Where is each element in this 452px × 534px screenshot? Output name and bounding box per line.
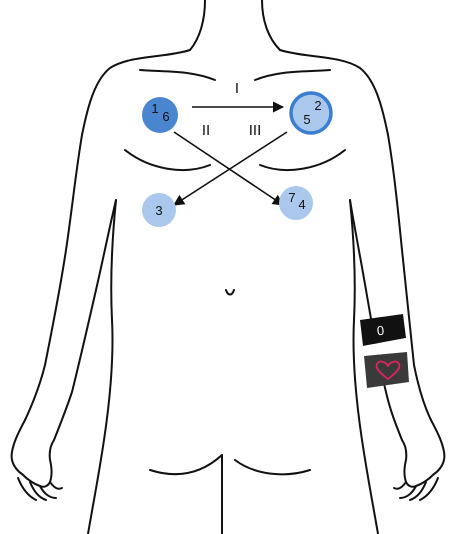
chest-left-line xyxy=(125,150,210,170)
electrode-right-lower-number: 3 xyxy=(155,203,162,218)
groin-left xyxy=(150,455,222,474)
lead-arrows xyxy=(174,107,287,205)
electrode-left-lower[interactable]: 7 4 xyxy=(279,186,313,220)
lead-3-label: III xyxy=(249,122,262,139)
left-hand-fingers xyxy=(18,478,62,500)
electrode-left-lower-top-number: 7 xyxy=(288,190,295,205)
groin-right xyxy=(235,460,310,474)
neck-right-line xyxy=(262,0,280,50)
clavicle-right xyxy=(255,70,330,80)
electrode-left-shoulder-top-number: 2 xyxy=(314,98,321,113)
chest-right-line xyxy=(260,150,345,170)
armband-bottom-strap xyxy=(364,352,409,388)
electrode-left-shoulder-disc xyxy=(291,93,331,133)
neck-left-line xyxy=(190,0,205,50)
torso-left-outline xyxy=(88,200,116,534)
electrode-left-shoulder-bottom-number: 5 xyxy=(303,112,310,127)
electrode-right-lower[interactable]: 3 xyxy=(142,193,176,227)
electrode-left-shoulder[interactable]: 2 5 xyxy=(291,93,331,133)
lead-2-label: II xyxy=(202,122,210,139)
electrode-right-shoulder-disc xyxy=(142,97,178,133)
lead-1-label: I xyxy=(235,80,239,97)
clavicle-left xyxy=(140,70,215,80)
electrode-right-shoulder-top-number: 1 xyxy=(151,101,158,116)
electrode-right-shoulder-bottom-number: 6 xyxy=(162,109,169,124)
navel xyxy=(226,290,234,295)
electrode-left-lower-disc xyxy=(279,186,313,220)
electrode-right-shoulder[interactable]: 1 6 xyxy=(142,97,178,133)
armband[interactable]: 0 xyxy=(360,314,409,388)
right-hand-fingers xyxy=(394,478,438,500)
body-outline xyxy=(12,0,445,534)
armband-counter: 0 xyxy=(376,323,385,339)
electrode-left-lower-bottom-number: 4 xyxy=(298,197,305,212)
left-inner-arm-outline xyxy=(54,200,116,440)
